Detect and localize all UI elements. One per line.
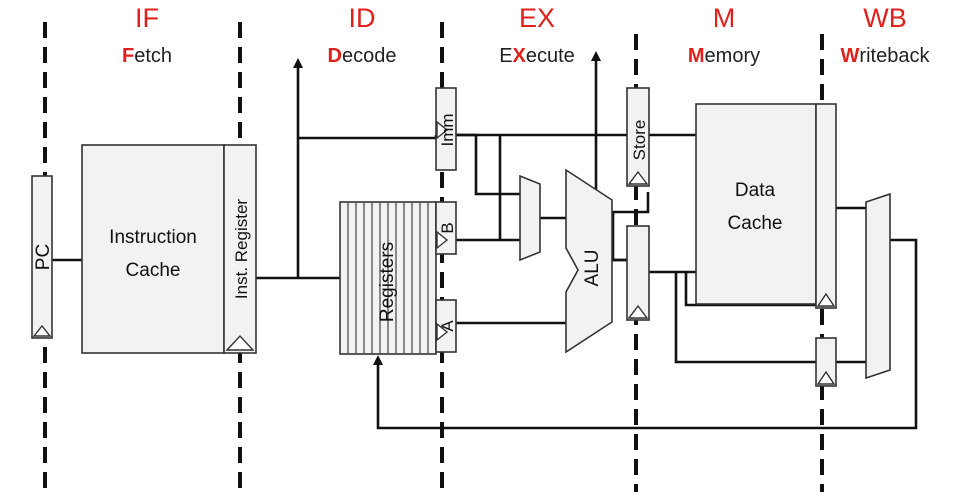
a-label: A <box>438 320 457 332</box>
ir-clock-icon <box>225 334 255 351</box>
store-label: Store <box>630 120 649 161</box>
wb-alu-latch <box>815 337 837 387</box>
dcache-latch-clock-icon <box>816 292 836 307</box>
aluout-clock-icon <box>627 304 649 319</box>
wire-wb-mux-out <box>373 238 918 430</box>
inst-register-label: Inst. Register <box>232 199 251 299</box>
icache-line1: Instruction <box>109 227 197 248</box>
stage-if-name: Fetch <box>122 45 172 67</box>
dcache-output-latch <box>815 103 837 309</box>
pc-register: PC <box>31 175 54 339</box>
imm-clock-icon <box>436 120 449 140</box>
alu-output-latch <box>626 225 650 321</box>
stage-m-name: Memory <box>688 45 760 67</box>
pc-label: PC <box>33 244 54 270</box>
wires <box>52 51 918 430</box>
b-latch: B <box>435 201 457 255</box>
a-latch: A <box>435 299 457 353</box>
store-clock-icon <box>627 170 649 185</box>
ex-mux <box>519 174 541 262</box>
stage-wb-name: Writeback <box>841 45 931 67</box>
stage-m-abbr: M <box>713 3 736 33</box>
register-file: Registers <box>339 201 437 355</box>
dcache-line1: Data <box>735 180 776 201</box>
alu: ALU <box>565 168 613 354</box>
alu-label: ALU <box>582 250 603 287</box>
imm-label: Imm <box>438 113 457 146</box>
wire-aluout-down <box>674 272 816 364</box>
stage-id-abbr: ID <box>349 3 376 33</box>
wb-mux <box>865 192 891 380</box>
dcache-line2: Cache <box>728 213 783 234</box>
wb-latch-clock-icon <box>816 370 836 385</box>
stage-wb-abbr: WB <box>863 3 907 33</box>
imm-latch: Imm <box>435 87 457 171</box>
inst-register: Inst. Register <box>223 144 257 354</box>
instruction-cache: Instruction Cache <box>81 144 225 354</box>
store-latch: Store <box>626 87 650 187</box>
a-clock-icon <box>436 322 449 342</box>
icache-line2: Cache <box>126 260 181 281</box>
stage-id-name: Decode <box>328 45 397 67</box>
stage-ex-abbr: EX <box>519 3 555 33</box>
stage-if-abbr: IF <box>135 3 159 33</box>
pc-clock-icon <box>32 324 52 337</box>
data-cache: Data Cache <box>695 103 817 305</box>
b-label: B <box>438 222 457 233</box>
b-clock-icon <box>436 230 449 250</box>
stage-ex-name: EXecute <box>499 45 575 67</box>
wire-cache-side <box>684 272 820 307</box>
wire-imm-out <box>456 133 520 196</box>
registers-label: Registers <box>377 242 398 322</box>
